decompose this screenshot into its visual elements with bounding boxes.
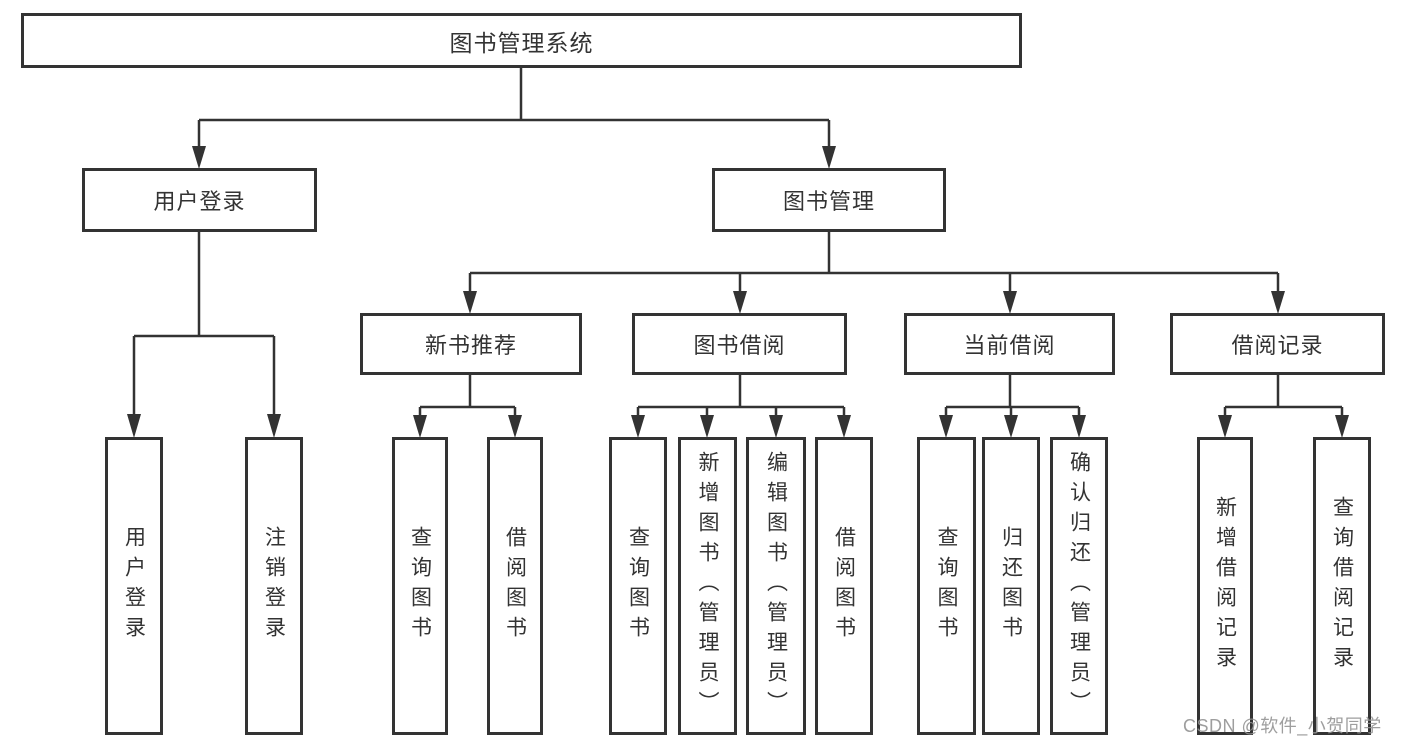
node-label: 查询图书 [408, 526, 432, 646]
node-book-borrow: 图书借阅 [632, 313, 847, 375]
csdn-watermark: CSDN @软件_小贺同学 [1183, 716, 1382, 736]
leaf-edit-book-admin: 编辑图书（管理员） [746, 437, 806, 735]
node-label: 借阅图书 [832, 526, 856, 646]
node-label: 借阅记录 [1231, 333, 1324, 358]
node-label: 查询借阅记录 [1330, 496, 1354, 676]
node-label: 查询图书 [626, 526, 650, 646]
node-label: 用户登录 [122, 526, 146, 646]
node-current-borrow: 当前借阅 [904, 313, 1115, 375]
leaf-query-borrow-record: 查询借阅记录 [1313, 437, 1371, 735]
leaf-return-book: 归还图书 [982, 437, 1040, 735]
node-label: 用户登录 [153, 189, 246, 214]
node-user-login: 用户登录 [82, 168, 317, 232]
node-label: 图书管理系统 [449, 29, 594, 56]
node-label: 确认归还（管理员） [1067, 451, 1091, 721]
node-book-management: 图书管理 [712, 168, 946, 232]
node-label: 编辑图书（管理员） [764, 451, 788, 721]
node-label: 新增图书（管理员） [696, 451, 719, 721]
arrowheads [127, 146, 1349, 438]
node-label: 当前借阅 [963, 333, 1056, 358]
node-borrow-record: 借阅记录 [1170, 313, 1385, 375]
node-label: 注销登录 [262, 526, 286, 646]
node-label: 新书推荐 [424, 333, 517, 358]
leaf-query-book-2: 查询图书 [609, 437, 667, 735]
leaf-query-book-3: 查询图书 [917, 437, 976, 735]
leaf-logout: 注销登录 [245, 437, 303, 735]
leaf-borrow-book-1: 借阅图书 [487, 437, 543, 735]
node-label: 新增借阅记录 [1213, 496, 1237, 676]
node-library-management-system: 图书管理系统 [21, 13, 1022, 68]
leaf-user-login: 用户登录 [105, 437, 163, 735]
leaf-confirm-return-admin: 确认归还（管理员） [1050, 437, 1108, 735]
leaf-add-book-admin: 新增图书（管理员） [678, 437, 737, 735]
leaf-borrow-book-2: 借阅图书 [815, 437, 873, 735]
node-label: 图书管理 [782, 189, 875, 214]
node-label: 图书借阅 [693, 333, 786, 358]
node-label: 归还图书 [999, 526, 1023, 646]
node-label: 查询图书 [935, 526, 958, 646]
node-new-book-recommend: 新书推荐 [360, 313, 582, 375]
node-label: 借阅图书 [503, 526, 527, 646]
leaf-add-borrow-record: 新增借阅记录 [1197, 437, 1253, 735]
leaf-query-book-1: 查询图书 [392, 437, 448, 735]
